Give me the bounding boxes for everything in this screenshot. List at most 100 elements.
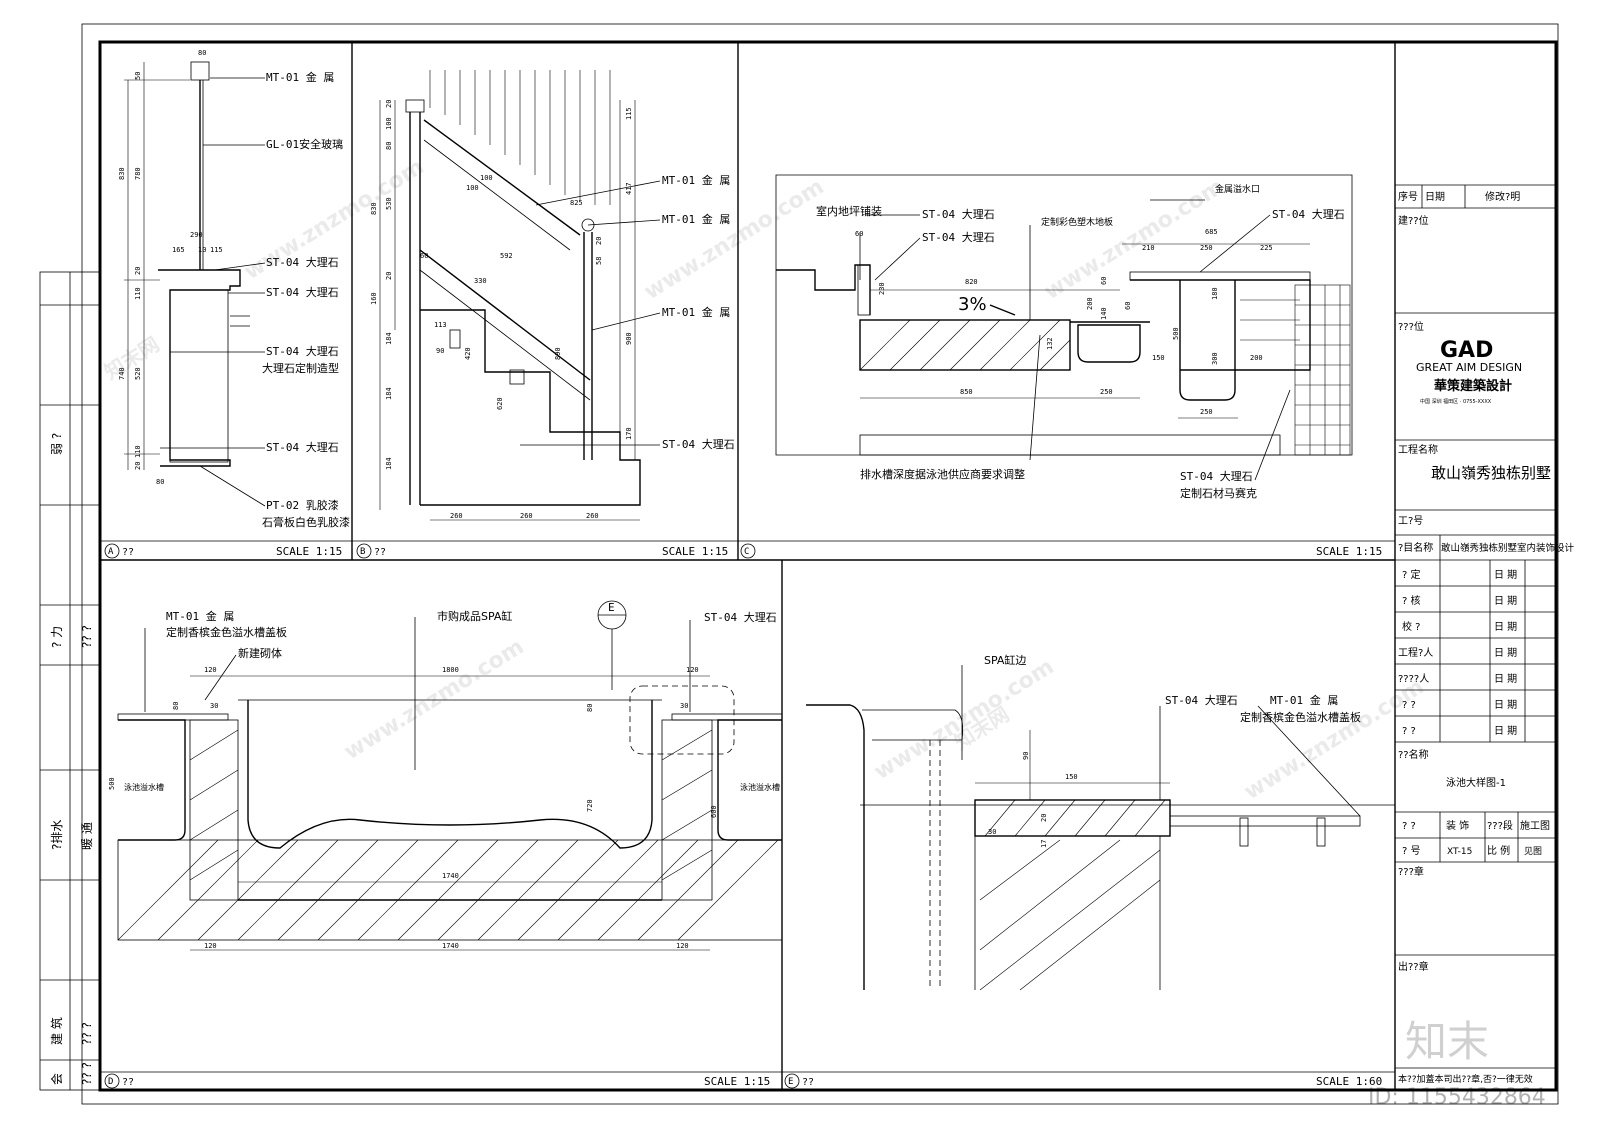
d-dim-10: 1740: [442, 872, 459, 880]
tb-role-6: ? ?: [1402, 726, 1416, 737]
c-label-5: ST-04 大理石: [1272, 207, 1345, 221]
strip-label-4: 建 筑: [49, 1017, 64, 1045]
c-id: C: [744, 547, 749, 557]
tb-date-6: 日 期: [1494, 725, 1517, 737]
a-dim-5: 165: [172, 246, 185, 254]
wm-url-2: www.znzmo.com: [640, 174, 829, 305]
e-dim-4: 17: [1040, 840, 1048, 848]
wm-url-3: www.znzmo.com: [1040, 174, 1229, 305]
d-scale: SCALE 1:15: [704, 1075, 770, 1088]
panel-d: E MT-01 金 属 定制香槟金色溢水槽盖板 新建砌体 市购成品SPA缸 ST…: [104, 600, 783, 1089]
d-dim-12: 1740: [442, 942, 459, 950]
tb-date-0: 日 期: [1494, 569, 1517, 581]
a-dim-14: 80: [156, 478, 164, 486]
c-dim-12: 150: [1152, 354, 1165, 362]
a-dim-11: 520: [134, 367, 142, 380]
strip-label-2: ? 力: [50, 626, 64, 648]
c-slope: 3%: [958, 294, 987, 315]
tb-scale-label: 比 例: [1487, 844, 1510, 857]
b-dim-23: 890: [554, 347, 562, 360]
e-dim-0: 90: [1022, 752, 1030, 760]
b-dim-26: 20: [595, 237, 603, 245]
d-label-0: MT-01 金 属: [166, 609, 234, 623]
a-dim-12: 110: [134, 445, 142, 458]
d-label-6: 泳池溢水槽: [740, 782, 780, 792]
tb-role-4: ????人: [1398, 673, 1429, 685]
b-label-0: MT-01 金 属: [662, 173, 730, 187]
left-strip: 弱 ? ? 力 ?? ? ?排水 暖 通 建 筑 ?? ? 会 ?? ?: [39, 271, 101, 1091]
c-dim-5: 250: [1200, 244, 1213, 252]
strip-label-5: 会: [50, 1073, 64, 1085]
a-dim-6: 10: [198, 246, 206, 254]
b-dim-19: 260: [586, 512, 599, 520]
c-label-8: 定制石材马赛克: [1180, 486, 1257, 500]
d-dim-0: 120: [204, 666, 217, 674]
tb-date-4: 日 期: [1494, 673, 1517, 685]
a-label-5: 大理石定制造型: [262, 361, 339, 375]
e-label-1: ST-04 大理石: [1165, 693, 1238, 707]
b-dim-7: 184: [385, 332, 393, 345]
title-block: 序号 日期 修改?明 建??位 ???位 GAD GREAT AIM DESIG…: [1395, 184, 1575, 1085]
tb-role-5: ? ?: [1402, 700, 1416, 711]
d-title-mark: ??: [122, 1077, 134, 1088]
tb-out-seal-label: 出??章: [1398, 960, 1429, 973]
b-dim-25: 417: [625, 182, 633, 195]
b-dim-9: 184: [385, 457, 393, 470]
tb-scale-value: 见图: [1524, 846, 1542, 857]
wm-id: ID: 1155432864: [1368, 1085, 1546, 1110]
a-label-6: ST-04 大理石: [266, 440, 339, 454]
tb-unit2: ???位: [1398, 320, 1424, 333]
b-dim-6: 160: [370, 292, 378, 305]
b-title-mark: ??: [374, 547, 386, 558]
c-dim-3: 685: [1205, 228, 1218, 236]
c-dim-2: 820: [965, 278, 978, 286]
d-id: D: [108, 1077, 113, 1087]
c-label-1: ST-04 大理石: [922, 207, 995, 221]
c-dim-11: 180: [1211, 287, 1219, 300]
panel-e: SPA缸边 ST-04 大理石 MT-01 金 属 定制香槟金色溢水槽盖板 90…: [784, 653, 1395, 1089]
a-label-7: PT-02 乳胶漆: [266, 498, 339, 512]
tb-role-3: 工程?人: [1398, 647, 1433, 659]
d-label-2: 新建砌体: [238, 646, 282, 660]
strip-label-3: ?排水: [50, 820, 64, 850]
tb-cat-label: ? ?: [1402, 821, 1416, 832]
tb-no-label: ? 号: [1402, 845, 1421, 857]
b-scale: SCALE 1:15: [662, 545, 728, 558]
d-dim-13: 120: [676, 942, 689, 950]
strip-label-3b: 暖 通: [80, 822, 94, 850]
d-dim-2: 120: [686, 666, 699, 674]
tb-project-label: 工程名称: [1398, 443, 1438, 456]
b-dim-1: 100: [385, 117, 393, 130]
tb-stage-value: 施工图: [1520, 819, 1550, 832]
b-dim-22: 825: [570, 199, 583, 207]
panel-a: MT-01 金 属 GL-01安全玻璃 ST-04 大理石 ST-04 大理石 …: [104, 49, 350, 559]
b-dim-11: 592: [500, 252, 513, 260]
tb-no-value: XT-15: [1447, 847, 1472, 857]
a-dim-0: 80: [198, 49, 206, 57]
tb-drawing-label: ??名称: [1398, 748, 1429, 761]
e-scale: SCALE 1:60: [1316, 1075, 1382, 1088]
tb-unit1: 建??位: [1398, 214, 1429, 227]
b-dim-14: 90: [436, 347, 444, 355]
a-dim-8: 20: [134, 267, 142, 275]
tb-role-2: 校 ?: [1402, 620, 1421, 633]
c-dim-14: 300: [1211, 352, 1219, 365]
c-dim-18: 250: [1200, 408, 1213, 416]
a-dim-9: 110: [134, 287, 142, 300]
d-label-4: ST-04 大理石: [704, 610, 777, 624]
b-dim-13: 113: [434, 321, 447, 329]
c-dim-9: 140: [1100, 307, 1108, 320]
e-label-0: SPA缸边: [984, 653, 1026, 667]
tb-logo-small: 中国 深圳 福田区 · 0755-XXXX: [1420, 398, 1492, 405]
b-dim-5: 20: [385, 272, 393, 280]
d-dim-7: 500: [108, 777, 116, 790]
a-label-8: 石膏板白色乳胶漆: [262, 515, 350, 529]
a-title-mark: ??: [122, 547, 134, 558]
panel-b: MT-01 金 属 MT-01 金 属 MT-01 金 属 ST-04 大理石 …: [356, 70, 735, 559]
c-label-7: ST-04 大理石: [1180, 469, 1253, 483]
a-dim-7: 115: [210, 246, 223, 254]
b-label-2: MT-01 金 属: [662, 305, 730, 319]
tb-drawing-name: 泳池大样图-1: [1446, 776, 1506, 789]
d-dim-4: 30: [210, 702, 218, 710]
